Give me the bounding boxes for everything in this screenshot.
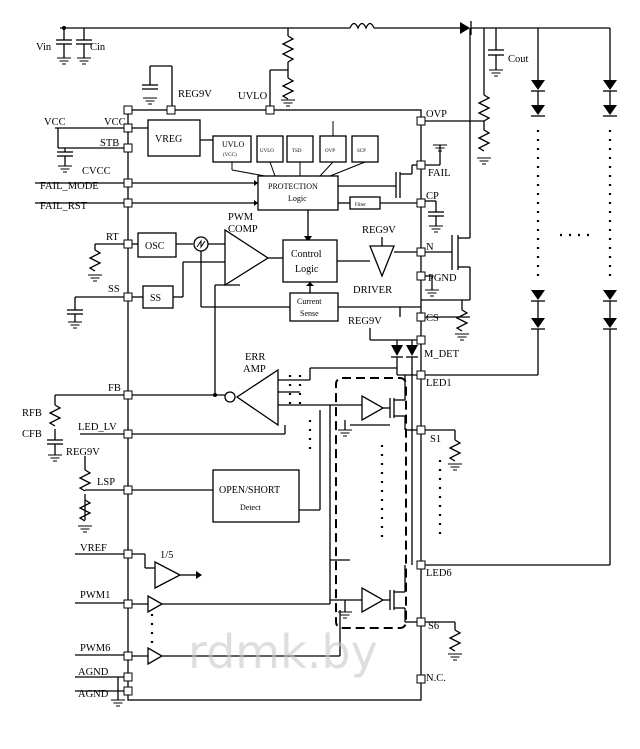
- reg9v-mdet-label: REG9V: [348, 316, 382, 327]
- rt-pin-label: RT: [106, 232, 119, 243]
- s1-pin-label: S1: [430, 434, 441, 445]
- s6-pin-label: S6: [428, 621, 439, 632]
- led-channel-1: [337, 374, 421, 437]
- uvlo-vcc-block: [212, 135, 252, 163]
- reg9v-top-label: REG9V: [178, 89, 212, 100]
- vcc-external-label: VCC: [44, 117, 66, 128]
- pgnd-pin-label: PGND: [428, 273, 457, 284]
- watermark: rdmk.by: [188, 625, 378, 679]
- vreg-label: VREG: [155, 134, 182, 145]
- current-sense-label-2: Sense: [300, 309, 319, 318]
- agnd1-pin-label: AGND: [78, 667, 109, 678]
- m-det-pin-label: M_DET: [424, 349, 460, 360]
- vref-pin-label: VREF: [80, 543, 107, 554]
- osc-block: [137, 232, 177, 258]
- filter-label: Filter: [355, 203, 366, 208]
- uvlo-block: [256, 135, 284, 163]
- tsd-block-label: TSD: [292, 149, 302, 154]
- uvlo-vcc-label-2: (VCC): [223, 153, 237, 158]
- ss-pin-label: SS: [108, 284, 120, 295]
- current-sense-label-1: Current: [297, 297, 322, 306]
- input-supply: [56, 21, 617, 566]
- vreg-block: [147, 119, 201, 157]
- protection-inputs: [231, 121, 366, 177]
- lsp-pin-label: LSP: [97, 477, 115, 488]
- agnd2-pin-label: AGND: [78, 689, 109, 700]
- rfb-label: RFB: [22, 408, 42, 419]
- reg9v-left-label: REG9V: [66, 447, 100, 458]
- ss-block-label: SS: [150, 293, 161, 304]
- control-logic-block: [282, 239, 338, 283]
- ovp-block-label: OVP: [325, 149, 335, 154]
- protection-label-2: Logic: [288, 194, 307, 203]
- cin-label: Cin: [90, 42, 106, 53]
- cp-pin-label: CP: [426, 191, 439, 202]
- open-short-detect-block: [212, 469, 300, 523]
- uvlo-vcc-label-1: UVLO: [222, 140, 244, 149]
- err-amp-label-2: AMP: [243, 364, 266, 375]
- err-amp-label-1: ERR: [245, 352, 265, 363]
- ovp-pin-label: OVP: [426, 109, 447, 120]
- pwm6-pin-label: PWM6: [80, 643, 110, 654]
- driver-buffer: [369, 245, 395, 278]
- pwm6-buffer: [147, 646, 164, 666]
- tsd-block: [286, 135, 314, 163]
- fail-mode-pin-label: FAIL_MODE: [40, 181, 99, 192]
- uvlo-block-label: UVLO: [260, 149, 274, 154]
- cfb-label: CFB: [22, 429, 42, 440]
- led1-pin-label: LED1: [426, 378, 452, 389]
- driver-label: DRIVER: [353, 285, 392, 296]
- open-short-label-1: OPEN/SHORT: [219, 485, 280, 496]
- vref-buffer: [154, 560, 182, 590]
- led-channel-group: [335, 377, 407, 629]
- led-channel-6: [337, 565, 421, 623]
- pin-markers: [123, 105, 426, 696]
- reg9v-driver-label: REG9V: [362, 225, 396, 236]
- pwm1-pin-label: PWM1: [80, 590, 110, 601]
- n-pin-label: N: [426, 242, 434, 253]
- ratio-label: 1/5: [160, 550, 173, 561]
- osc-label: OSC: [145, 241, 165, 252]
- fail-rst-pin-label: FAIL_RST: [40, 201, 88, 212]
- cout-label: Cout: [508, 54, 529, 65]
- uvlo-top-label: UVLO: [238, 91, 268, 102]
- error-amplifier: [235, 368, 279, 427]
- pwm-comp-label-1: PWM: [228, 212, 254, 223]
- protection-logic-block: [257, 175, 339, 211]
- fail-pin-label: FAIL: [428, 168, 451, 179]
- pwm-comparator: [224, 228, 270, 287]
- vin-label: Vin: [36, 42, 52, 53]
- control-logic-label-2: Logic: [295, 264, 319, 275]
- cvcc-label: CVCC: [82, 166, 111, 177]
- stb-pin-label: STB: [100, 138, 119, 149]
- nc-pin-label: N.C.: [426, 673, 446, 684]
- cs-pin-label: CS: [426, 313, 439, 324]
- scp-block-label: SCP: [357, 149, 366, 154]
- protection-label-1: PROTECTION: [268, 182, 318, 191]
- scp-block: [351, 135, 379, 163]
- pwm-comp-label-2: COMP: [228, 224, 258, 235]
- left-side-network: [35, 127, 148, 707]
- open-short-label-2: Detect: [240, 503, 262, 512]
- vcc-pin-label: VCC: [104, 117, 126, 128]
- control-logic-label-1: Control: [291, 249, 322, 260]
- led-lv-pin-label: LED_LV: [78, 422, 117, 433]
- fb-pin-label: FB: [108, 383, 121, 394]
- pwm1-buffer: [147, 594, 164, 614]
- led6-pin-label: LED6: [426, 568, 452, 579]
